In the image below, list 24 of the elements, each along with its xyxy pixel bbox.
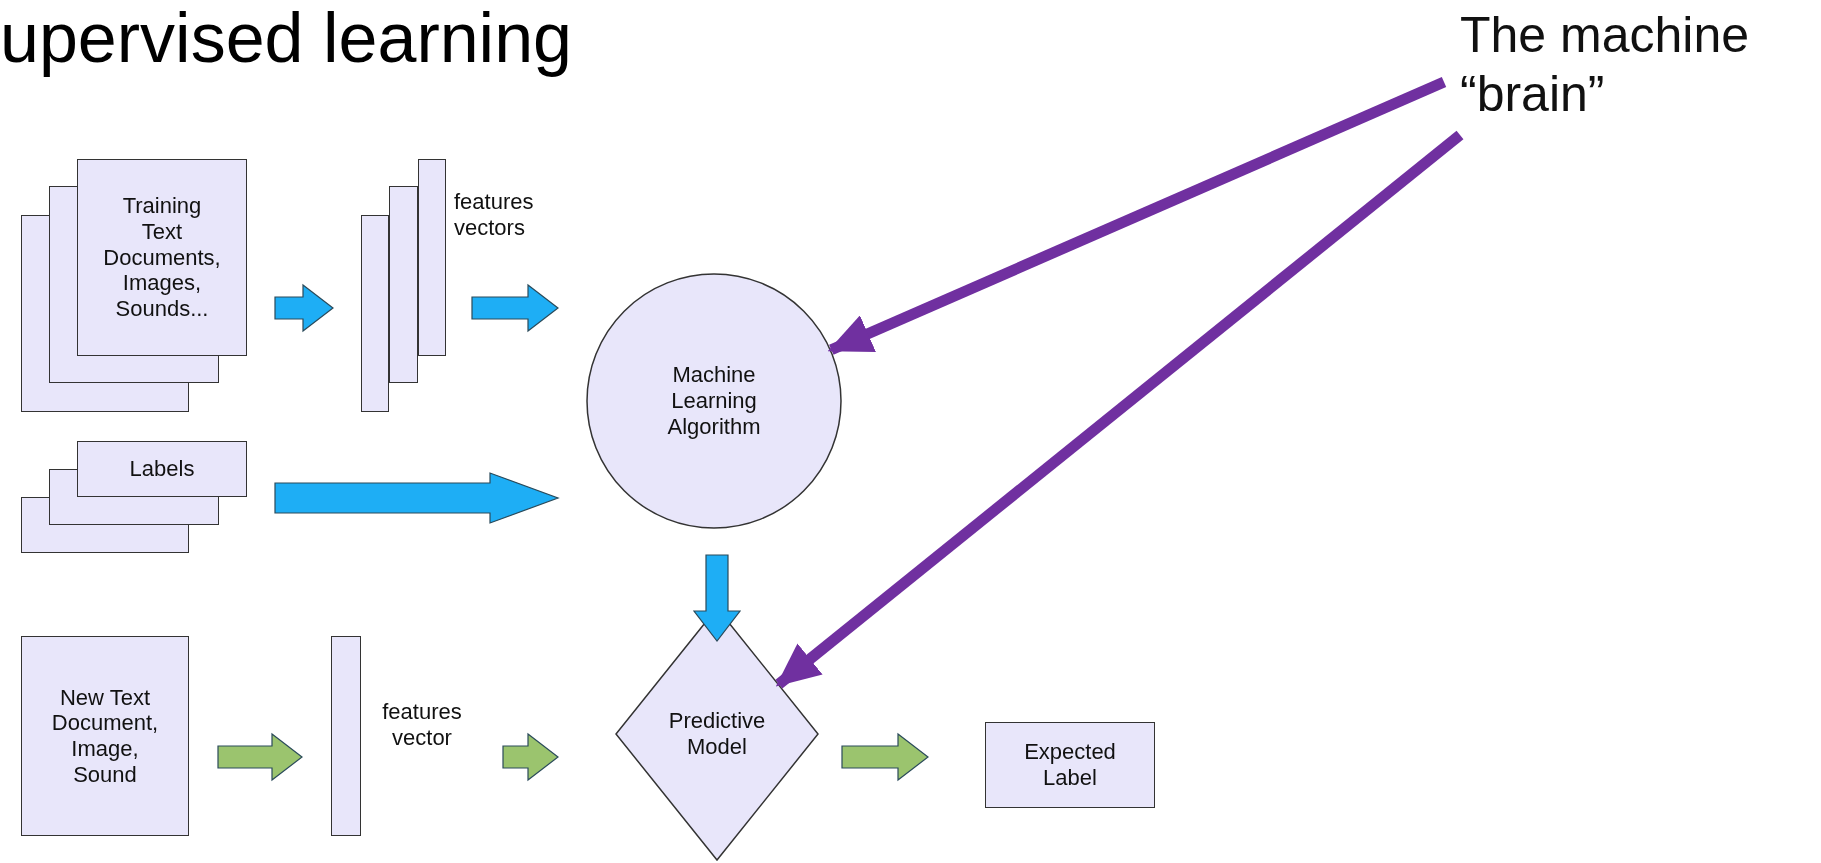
block-arrow — [692, 554, 742, 642]
node-label: Training Text Documents, Images, Sounds... — [102, 193, 222, 322]
block-arrow — [274, 283, 334, 333]
process-box — [985, 722, 1155, 808]
arrow — [827, 76, 1447, 355]
node-label: Predictive Model — [667, 708, 767, 760]
block-arrow — [274, 472, 560, 524]
block-arrow — [217, 732, 303, 782]
block-arrow — [502, 732, 559, 782]
title: upervised learning — [0, 0, 573, 77]
document-stack — [21, 159, 247, 412]
block-arrow — [471, 283, 559, 333]
process-box — [21, 636, 189, 836]
node-label: Labels — [129, 456, 195, 482]
block-arrow — [841, 732, 929, 782]
document-stack — [21, 441, 247, 553]
side-label: features vector — [381, 699, 463, 751]
arrow — [775, 130, 1464, 689]
node-label: The machine “brain” — [1460, 7, 1750, 122]
process-circle — [586, 273, 842, 529]
node-label: Machine Learning Algorithm — [666, 362, 762, 440]
side-label: features vectors — [454, 189, 535, 241]
node-label: Expected Label — [1023, 739, 1117, 791]
node-label: New Text Document, Image, Sound — [50, 684, 160, 788]
